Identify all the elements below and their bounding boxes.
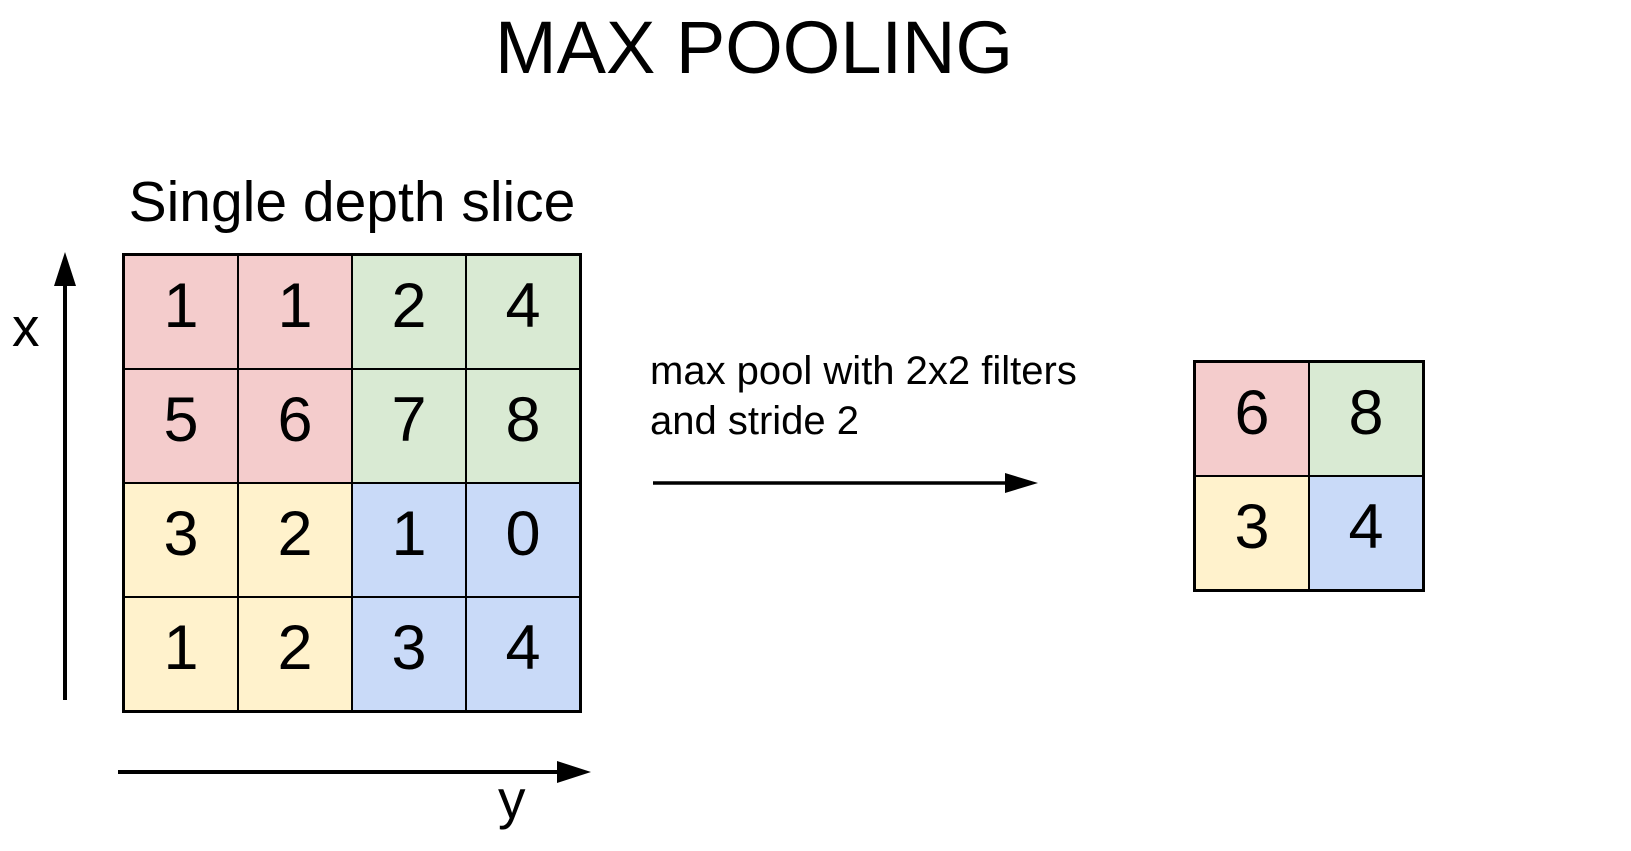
input-grid-cell: 3 <box>352 597 466 711</box>
input-grid-cell: 2 <box>238 483 352 597</box>
y-axis-arrow <box>118 761 591 783</box>
x-axis-label: x <box>12 296 40 358</box>
input-grid-cell: 1 <box>238 255 352 369</box>
input-grid-label: Single depth slice <box>128 170 576 234</box>
input-grid-cell: 2 <box>238 597 352 711</box>
input-grid-cell: 2 <box>352 255 466 369</box>
input-grid-cell: 3 <box>124 483 238 597</box>
y-axis-label: y <box>498 768 526 830</box>
output-grid-cell: 4 <box>1309 476 1423 590</box>
x-axis-arrow <box>54 252 76 700</box>
input-grid-cell: 1 <box>124 255 238 369</box>
operation-description: max pool with 2x2 filters and stride 2 <box>650 346 1077 446</box>
input-grid-cell: 8 <box>466 369 580 483</box>
output-grid-cell: 6 <box>1195 362 1309 476</box>
page-title: MAX POOLING <box>494 6 1014 89</box>
input-grid: 1 1 2 4 5 6 7 8 3 2 1 0 1 2 3 4 <box>122 253 582 713</box>
output-grid-cell: 3 <box>1195 476 1309 590</box>
input-grid-cell: 4 <box>466 255 580 369</box>
operation-line-1: max pool with 2x2 filters <box>650 349 1077 393</box>
input-grid-cell: 7 <box>352 369 466 483</box>
input-grid-cell: 0 <box>466 483 580 597</box>
input-grid-cell: 5 <box>124 369 238 483</box>
output-grid: 6 8 3 4 <box>1193 360 1425 592</box>
input-grid-cell: 4 <box>466 597 580 711</box>
output-grid-cell: 8 <box>1309 362 1423 476</box>
operation-line-2: and stride 2 <box>650 399 860 443</box>
input-grid-cell: 1 <box>124 597 238 711</box>
input-grid-cell: 6 <box>238 369 352 483</box>
input-grid-cell: 1 <box>352 483 466 597</box>
pooling-arrow <box>653 473 1038 493</box>
